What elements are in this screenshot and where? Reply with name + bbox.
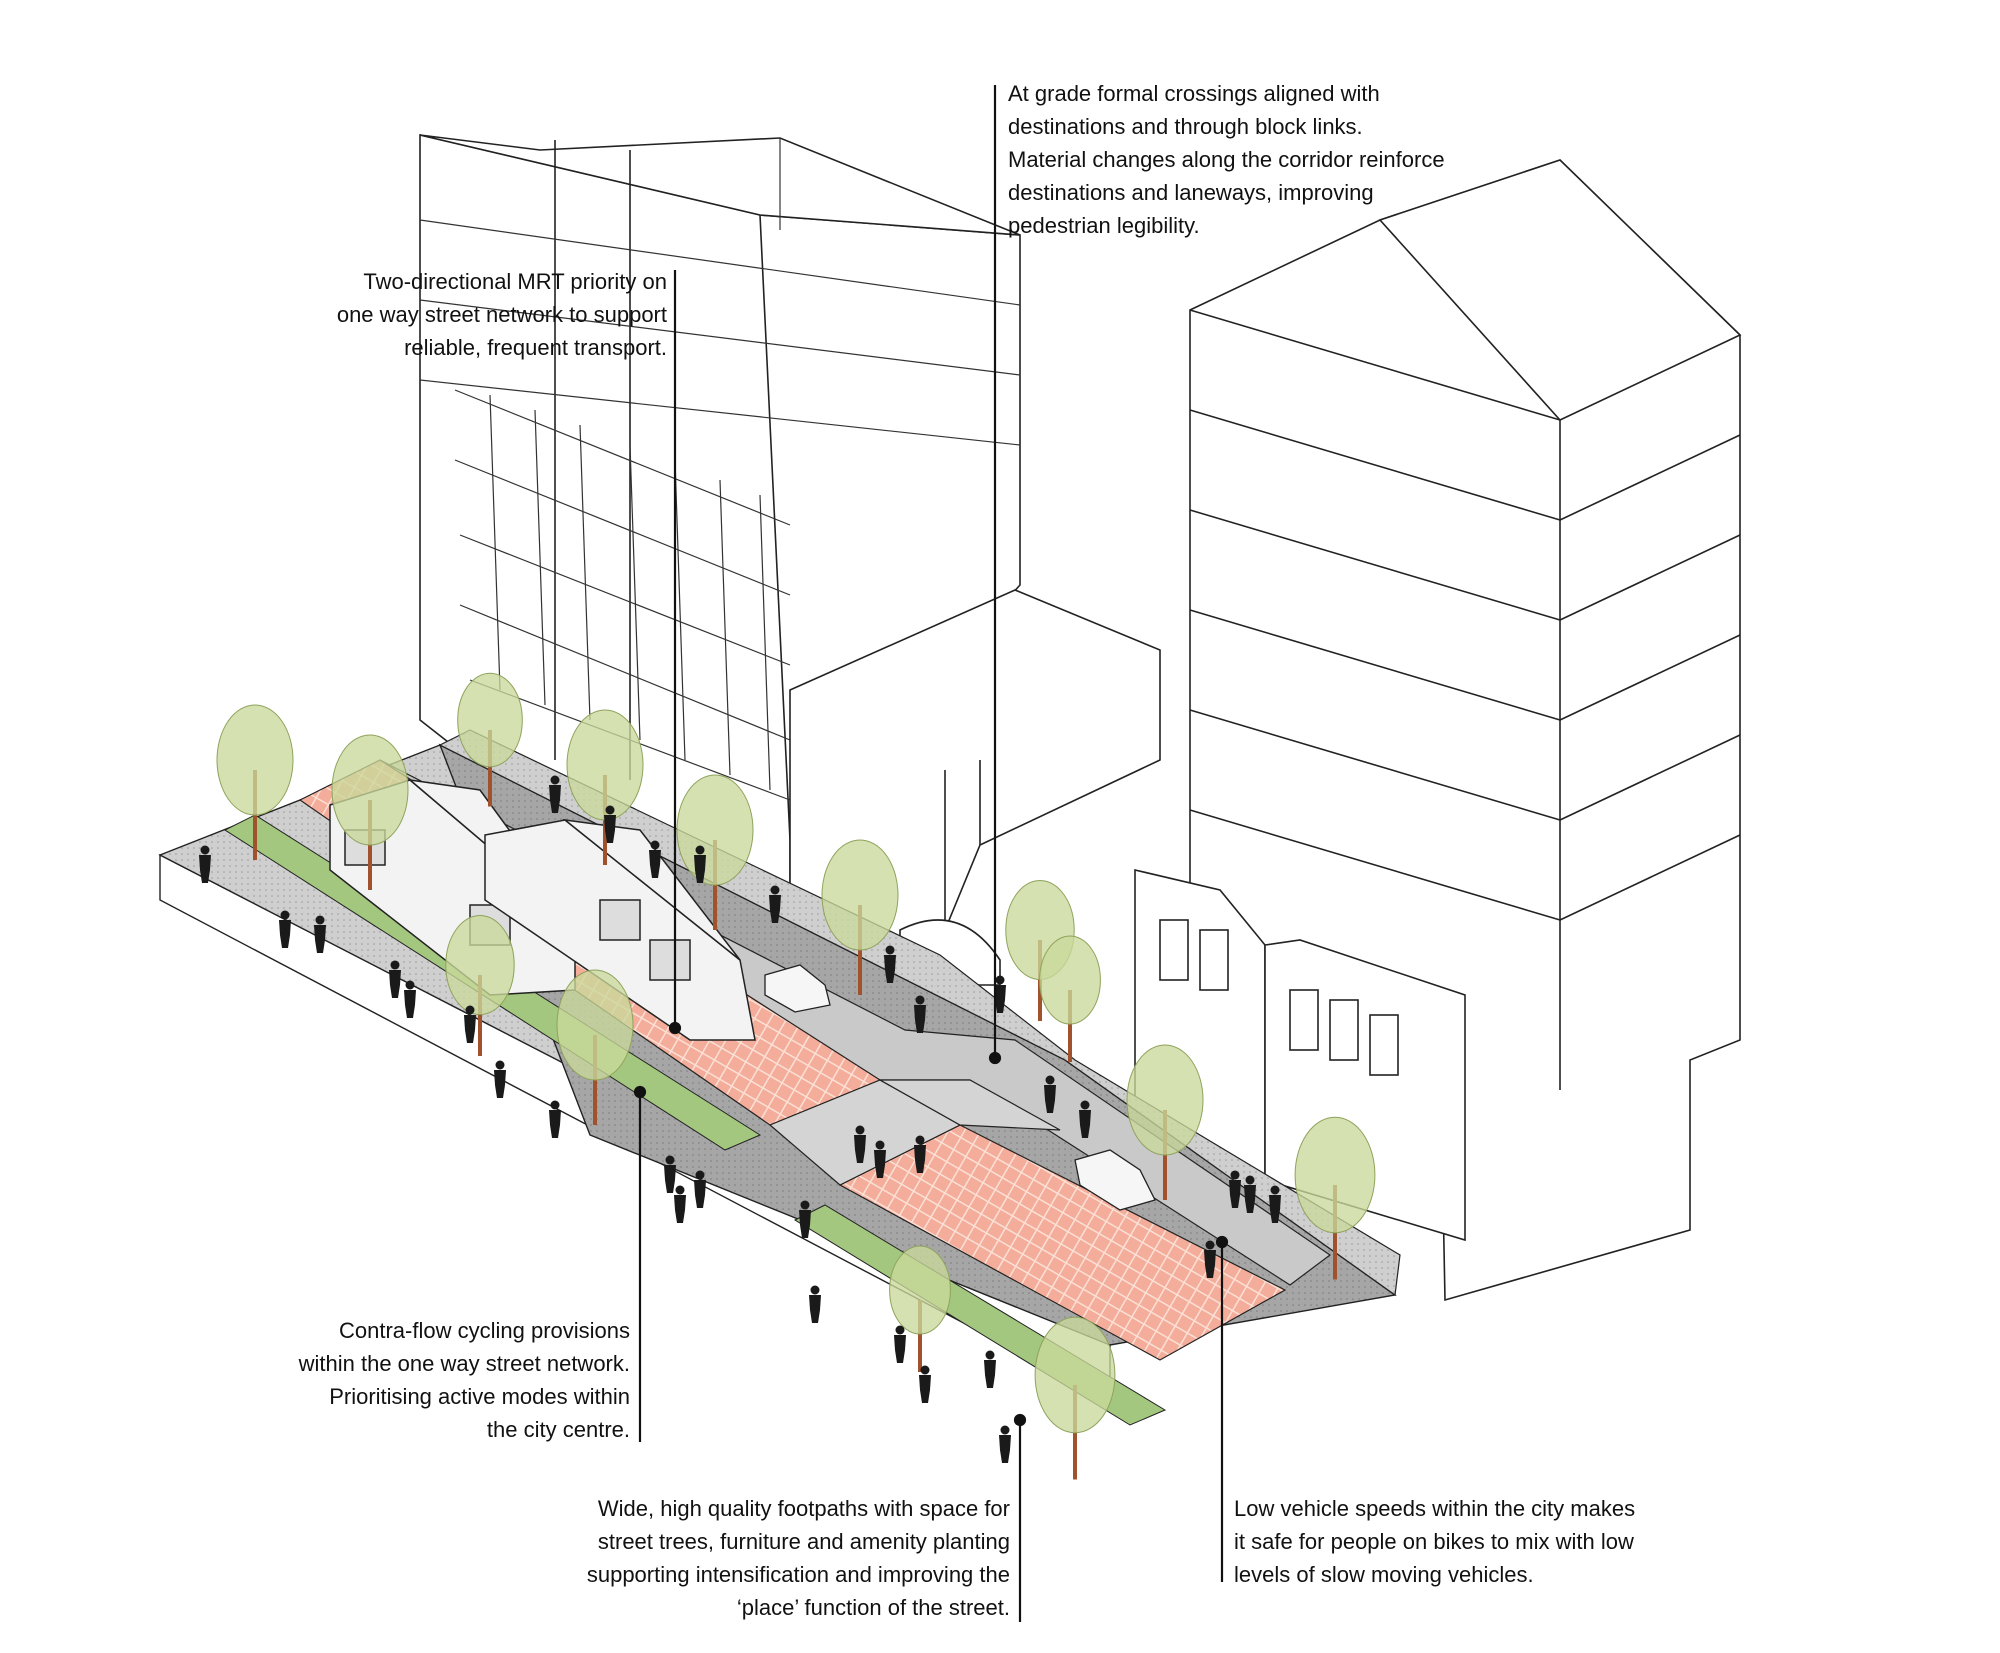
tower-facade-grid (454, 389, 791, 801)
person (549, 775, 561, 813)
leader-dot-mrt (668, 1021, 682, 1035)
person (809, 1285, 821, 1323)
person (694, 1170, 706, 1208)
annotation-line: within the one way street network. (298, 1351, 630, 1376)
footpath-far (438, 729, 1401, 1297)
person (984, 1350, 996, 1388)
person (389, 960, 401, 998)
annotation-crossings: At grade formal crossings aligned with d… (1008, 77, 1445, 242)
leader-lines (633, 85, 1229, 1622)
annotation-mrt: Two-directional MRT priority on one way … (337, 265, 667, 364)
tree (556, 969, 634, 1125)
car-lower (1074, 1149, 1156, 1211)
tree (1294, 1116, 1376, 1280)
person (1229, 1170, 1241, 1208)
annotation-cycling: Contra-flow cycling provisions within th… (299, 1314, 630, 1446)
person (914, 1135, 926, 1173)
tree (1039, 935, 1101, 1062)
person (494, 1060, 506, 1098)
annotation-line: Wide, high quality footpaths with space … (597, 1496, 1010, 1521)
person (799, 1200, 811, 1238)
tree (457, 672, 523, 807)
person (894, 1325, 906, 1363)
tree (889, 1245, 951, 1372)
annotation-line: pedestrian legibility. (1008, 213, 1200, 238)
person (769, 885, 781, 923)
annotation-line: Material changes along the corridor rein… (1008, 147, 1445, 172)
person (1044, 1075, 1056, 1113)
person (1244, 1175, 1256, 1213)
person (199, 845, 211, 883)
leader-dot-crossings (988, 1051, 1002, 1065)
pedestrians-and-cyclists (199, 775, 1281, 1463)
tree (1034, 1316, 1116, 1480)
person (919, 1365, 931, 1403)
person (914, 995, 926, 1033)
person (674, 1185, 686, 1223)
leader-dot-speeds (1215, 1235, 1229, 1249)
person (994, 975, 1006, 1013)
person (694, 845, 706, 883)
annotation-line: reliable, frequent transport. (404, 335, 667, 360)
tram-vehicle-right (484, 818, 756, 1041)
leader-dot-cycling (633, 1085, 647, 1099)
tower-floor-lines (419, 138, 1021, 446)
person (1204, 1240, 1216, 1278)
cars (764, 964, 1156, 1211)
person (649, 840, 661, 878)
tree (821, 839, 899, 995)
crossing-lower (877, 1079, 1061, 1131)
annotation-line: Prioritising active modes within (329, 1384, 630, 1409)
annotation-footpaths: Wide, high quality footpaths with space … (587, 1492, 1010, 1624)
person (464, 1005, 476, 1043)
person (279, 910, 291, 948)
person (604, 805, 616, 843)
person (1079, 1100, 1091, 1138)
annotation-line: destinations and laneways, improving (1008, 180, 1374, 205)
person (549, 1100, 561, 1138)
annotation-line: Low vehicle speeds within the city makes (1234, 1496, 1636, 1521)
leader-dot-footpaths (1013, 1413, 1027, 1427)
person (854, 1125, 866, 1163)
tree (1126, 1044, 1204, 1200)
person (884, 945, 896, 983)
annotation-line: it safe for people on bikes to mix with … (1234, 1529, 1634, 1554)
annotation-line: one way street network to support (336, 302, 667, 327)
annotation-line: supporting intensification and improving… (586, 1562, 1010, 1587)
annotation-line: levels of slow moving vehicles. (1234, 1562, 1534, 1587)
street-trees (216, 672, 1376, 1480)
annotation-line: Two-directional MRT priority on (363, 269, 667, 294)
person (314, 915, 326, 953)
person (999, 1425, 1011, 1463)
annotation-line: At grade formal crossings aligned with (1008, 81, 1380, 106)
person (404, 980, 416, 1018)
tree (445, 915, 515, 1056)
tall-gable-building (1189, 159, 1742, 1302)
annotation-line: destinations and through block links. (1008, 114, 1363, 139)
annotation-speeds: Low vehicle speeds within the city makes… (1234, 1492, 1635, 1591)
annotation-line: Contra-flow cycling provisions (339, 1318, 630, 1343)
car-upper (764, 964, 831, 1013)
annotation-line: street trees, furniture and amenity plan… (597, 1529, 1010, 1554)
crossings (768, 1079, 1061, 1186)
tree (216, 704, 294, 860)
annotation-line: the city centre. (486, 1417, 630, 1442)
person (664, 1155, 676, 1193)
person (874, 1140, 886, 1178)
tree (331, 734, 409, 890)
annotation-line: ‘place’ function of the street. (736, 1595, 1010, 1620)
person (1269, 1185, 1281, 1223)
